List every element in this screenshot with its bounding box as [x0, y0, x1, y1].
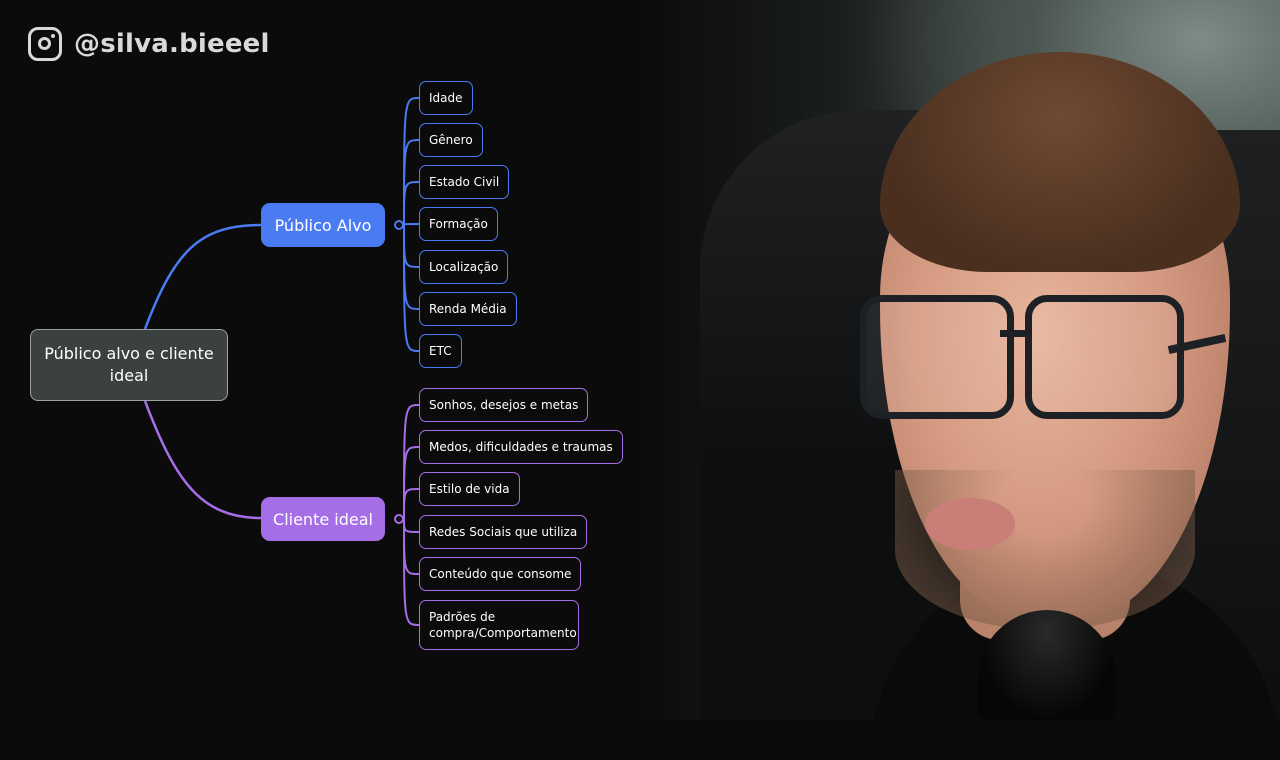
leaf-node[interactable]: ETC: [419, 334, 462, 368]
leaf-label: Renda Média: [429, 302, 507, 316]
leaf-node[interactable]: Idade: [419, 81, 473, 115]
leaf-node[interactable]: Medos, dificuldades e traumas: [419, 430, 623, 464]
root-node-label: Público alvo e cliente ideal: [44, 344, 214, 385]
connector-line: [403, 518, 420, 533]
mindmap-root-node[interactable]: Público alvo e cliente ideal: [30, 329, 228, 401]
glasses-right-lens: [1025, 295, 1184, 419]
connector-line: [403, 223, 420, 226]
leaf-label: Idade: [429, 91, 463, 105]
leaf-label: Gênero: [429, 133, 473, 147]
connector-line: [403, 518, 420, 626]
branch-label-cliente-ideal: Cliente ideal: [273, 509, 373, 529]
leaf-label: Estilo de vida: [429, 482, 510, 496]
leaf-node[interactable]: Gênero: [419, 123, 483, 157]
connector-line: [403, 518, 420, 575]
connector-line: [143, 223, 262, 330]
branch-node-cliente-ideal[interactable]: Cliente ideal: [261, 497, 385, 541]
connector-line: [403, 446, 420, 520]
branch-collapse-toggle[interactable]: [394, 220, 404, 230]
leaf-node[interactable]: Redes Sociais que utiliza: [419, 515, 588, 549]
glasses-left-lens: [860, 295, 1014, 419]
microphone: [978, 610, 1116, 720]
connector-line: [403, 224, 420, 310]
leaf-label: Redes Sociais que utiliza: [429, 525, 578, 539]
leaf-node[interactable]: Estilo de vida: [419, 472, 520, 506]
presenter-beard: [895, 470, 1195, 630]
connector-line: [403, 97, 420, 226]
watermark: @silva.bieeel: [28, 24, 270, 64]
leaf-label: Estado Civil: [429, 175, 500, 189]
leaf-label: Formação: [429, 217, 488, 231]
leaf-node[interactable]: Conteúdo que consome: [419, 557, 582, 591]
connector-line: [403, 404, 420, 520]
leaf-label: Sonhos, desejos e metas: [429, 398, 579, 412]
leaf-node[interactable]: Sonhos, desejos e metas: [419, 388, 589, 422]
leaf-label: ETC: [429, 344, 452, 358]
leaf-label: Medos, dificuldades e traumas: [429, 440, 613, 454]
connector-line: [403, 488, 420, 520]
leaf-label: Padrões de compra/Comportamento: [429, 610, 577, 640]
connector-line: [143, 400, 262, 520]
leaf-node[interactable]: Renda Média: [419, 292, 517, 326]
leaf-node[interactable]: Estado Civil: [419, 165, 510, 199]
leaf-label: Conteúdo que consome: [429, 567, 572, 581]
connector-line: [403, 224, 420, 352]
branch-node-publico-alvo[interactable]: Público Alvo: [261, 203, 385, 247]
branch-collapse-toggle[interactable]: [394, 514, 404, 524]
glasses-bridge: [1000, 330, 1030, 337]
leaf-label: Localização: [429, 260, 499, 274]
connector-line: [403, 139, 420, 226]
leaf-node[interactable]: Padrões de compra/Comportamento: [419, 600, 579, 650]
watermark-handle: @silva.bieeel: [74, 29, 270, 59]
leaf-node[interactable]: Formação: [419, 207, 498, 241]
instagram-icon: [28, 27, 62, 61]
presenter-mouth: [925, 498, 1015, 550]
connector-line: [403, 181, 420, 226]
connector-line: [403, 224, 420, 268]
branch-label-publico-alvo: Público Alvo: [274, 215, 372, 235]
leaf-node[interactable]: Localização: [419, 250, 509, 284]
